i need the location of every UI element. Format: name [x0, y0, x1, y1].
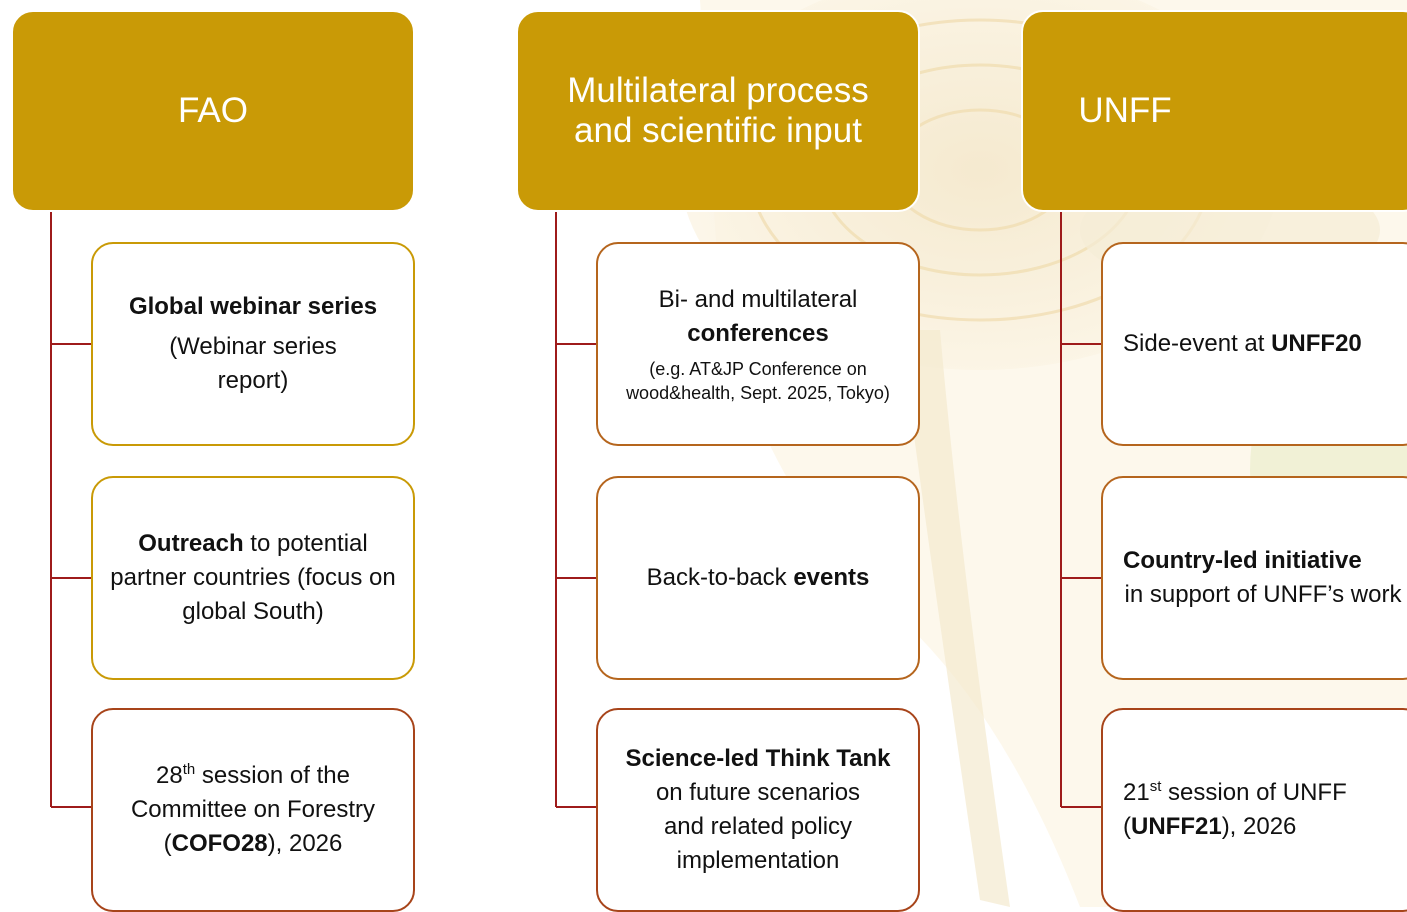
think-tank-text: on future scenarios and related policy i… [655, 779, 861, 874]
unff21-ordinal: st [1149, 778, 1162, 795]
events-box: Back-to-back events [596, 476, 920, 680]
cofo-text2: ), 2026 [267, 830, 343, 857]
conferences-box: Bi- and multilateral conferences (e.g. A… [596, 242, 920, 446]
think-tank-box: Science-led Think Tank on future scenari… [596, 708, 920, 912]
fao-outreach-box: Outreach to potential partner countries … [91, 476, 415, 680]
side-event-text: Side-event at [1123, 330, 1272, 357]
mp-connector [555, 210, 597, 808]
outreach-label: Outreach [138, 530, 244, 557]
multilateral-header-label: Multilateral process and scientific inpu… [567, 71, 869, 150]
events-text: Back-to-back [646, 564, 794, 591]
country-led-box: Country-led initiative in support of UNF… [1101, 476, 1407, 680]
cofo-number: 28 [156, 762, 183, 789]
webinar-title: Global webinar series [128, 293, 378, 320]
unff21-acronym: UNFF21 [1131, 813, 1222, 840]
cofo-acronym: COFO28 [171, 830, 268, 857]
unff21-box: 21st session of UNFF (UNFF21), 2026 [1101, 708, 1407, 912]
unff-header: UNFF [1021, 10, 1407, 212]
events-label: events [793, 564, 870, 591]
cofo-text1: session of the Committee on Forestry ( [130, 762, 376, 857]
country-led-text: in support of UNFF’s work [1124, 581, 1402, 608]
conferences-note: (e.g. AT&JP Conference on wood&health, S… [626, 359, 890, 403]
unff21-number: 21 [1123, 779, 1150, 806]
country-led-label: Country-led initiative [1123, 547, 1362, 574]
conferences-line1: Bi- and multilateral [658, 286, 858, 313]
side-event-label: UNFF20 [1271, 330, 1362, 357]
multilateral-header: Multilateral process and scientific inpu… [516, 10, 920, 212]
webinar-report: (Webinar series report) [169, 333, 337, 394]
fao-header-label: FAO [177, 91, 249, 130]
unff21-text1: session of UNFF ( [1123, 779, 1347, 840]
fao-cofo-box: 28th session of the Committee on Forestr… [91, 708, 415, 912]
unff-header-label: UNFF [1078, 91, 1172, 130]
unff21-text2: ), 2026 [1221, 813, 1297, 840]
outreach-text: to potential partner countries (focus on… [110, 530, 396, 625]
fao-header: FAO [11, 10, 415, 212]
conferences-label: conferences [687, 320, 829, 347]
fao-webinar-box: Global webinar series (Webinar series re… [91, 242, 415, 446]
think-tank-label: Science-led Think Tank [625, 745, 891, 772]
cofo-ordinal: th [182, 761, 196, 778]
fao-connector [50, 210, 92, 808]
unff-connector [1060, 210, 1102, 808]
side-event-box: Side-event at UNFF20 [1101, 242, 1407, 446]
